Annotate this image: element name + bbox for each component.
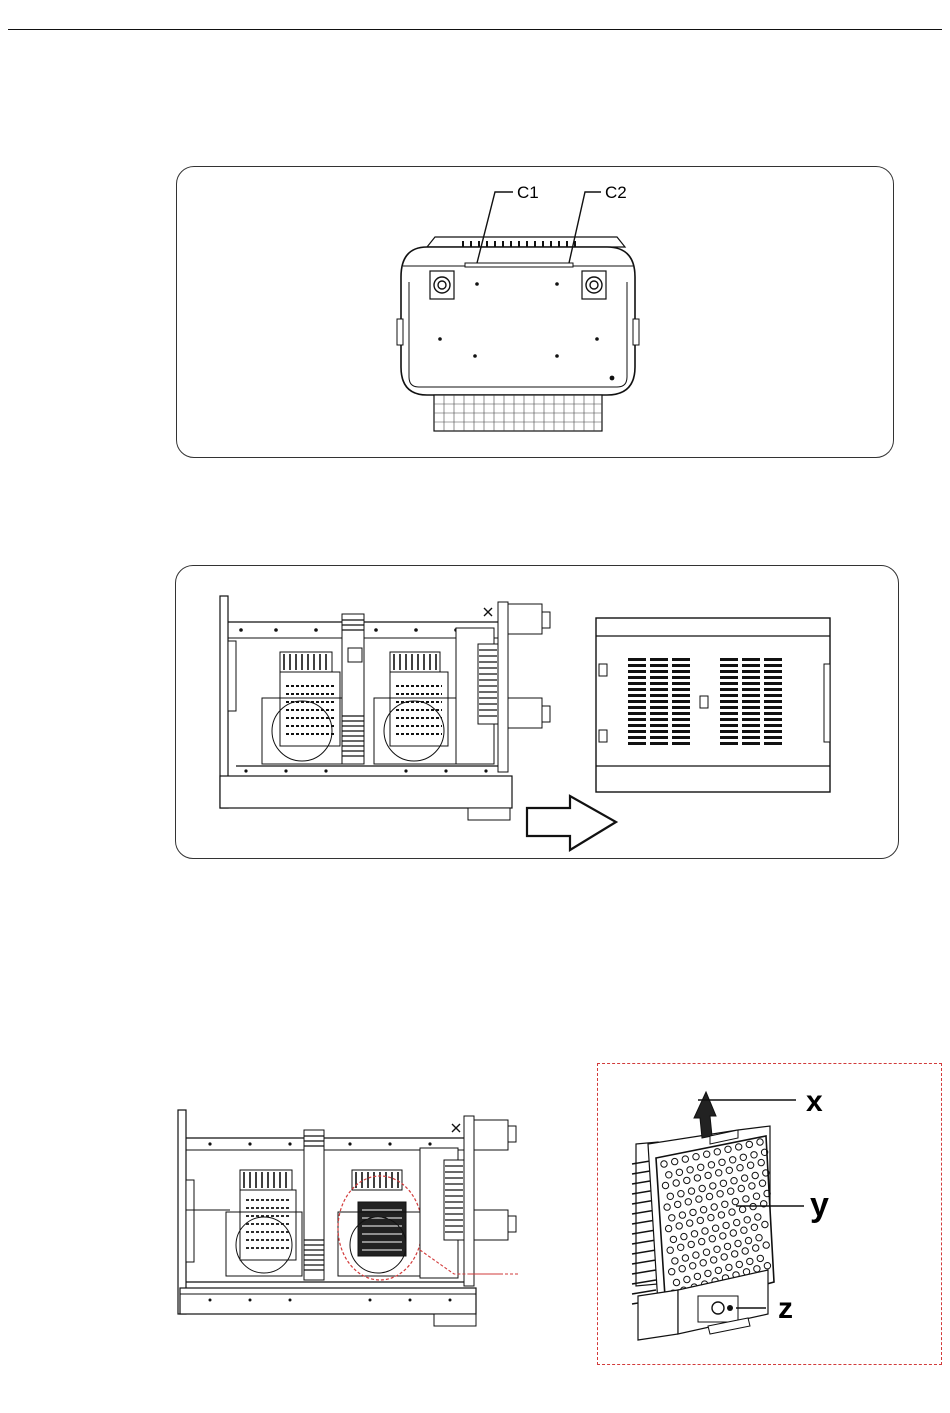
callout-y: y (810, 1186, 829, 1224)
up-arrow-icon (694, 1092, 716, 1138)
callout-c2: C2 (605, 183, 627, 202)
zoom-detail-box: x y z (597, 1063, 942, 1365)
header-rule (8, 29, 942, 30)
right-block-arrow-icon (527, 796, 616, 850)
callout-c1: C1 (517, 183, 539, 202)
module-detail: x y z (598, 1064, 941, 1364)
fixture-top-view: C1 C2 (177, 167, 893, 457)
callout-z: z (778, 1292, 793, 1325)
fixture-side-view (176, 566, 898, 858)
figure-1-panel: C1 C2 (176, 166, 894, 458)
fixture-side-view-detail (170, 1060, 520, 1360)
figure-2-panel (175, 565, 899, 859)
callout-x: x (806, 1085, 823, 1118)
